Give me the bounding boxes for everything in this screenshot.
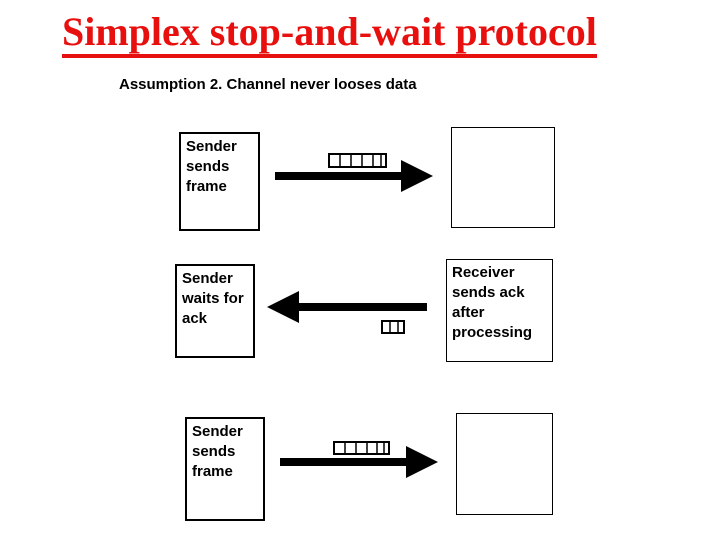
ack-segments-icon [381, 320, 405, 334]
sender-sends-frame-box-2: Sender sends frame [185, 417, 265, 521]
receiver-box-empty-1 [451, 127, 555, 228]
arrow-left-icon [267, 291, 427, 323]
frame-segments-icon [328, 153, 387, 168]
receiver-sends-ack-box: Receiver sends ack after processing [446, 259, 553, 362]
assumption-subtitle: Assumption 2. Channel never looses data [119, 76, 417, 93]
arrow-right-icon [280, 446, 438, 478]
sender-waits-for-ack-box: Sender waits for ack [175, 264, 255, 358]
arrow-right-icon [275, 160, 433, 192]
receiver-box-empty-2 [456, 413, 553, 515]
frame-segments-icon [333, 441, 390, 455]
page-title: Simplex stop-and-wait protocol [62, 10, 597, 58]
page-title-text: Simplex stop-and-wait protocol [62, 10, 597, 58]
sender-sends-frame-box-1: Sender sends frame [179, 132, 260, 231]
